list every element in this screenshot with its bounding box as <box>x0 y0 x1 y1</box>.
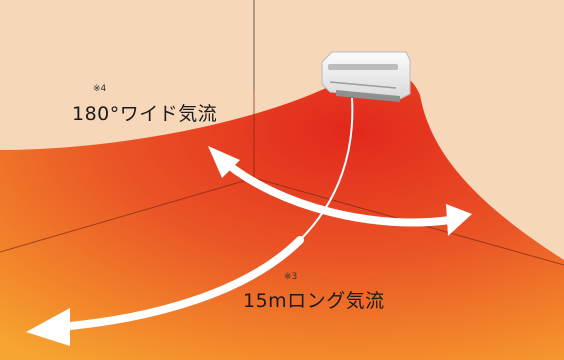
warm-air-area <box>0 66 564 360</box>
wide-airflow-arrow-icon <box>208 146 472 236</box>
wide-airflow-footnote: ※4 <box>93 84 107 94</box>
floor-left-line <box>0 177 255 253</box>
long-airflow-label: 15mロング気流 <box>243 290 385 312</box>
air-conditioner-icon <box>321 51 411 102</box>
airflow-line <box>299 97 354 241</box>
long-airflow-arrow-icon <box>26 236 304 346</box>
wide-airflow-label: 180°ワイド気流 <box>72 103 218 125</box>
long-airflow-footnote: ※3 <box>284 272 298 282</box>
